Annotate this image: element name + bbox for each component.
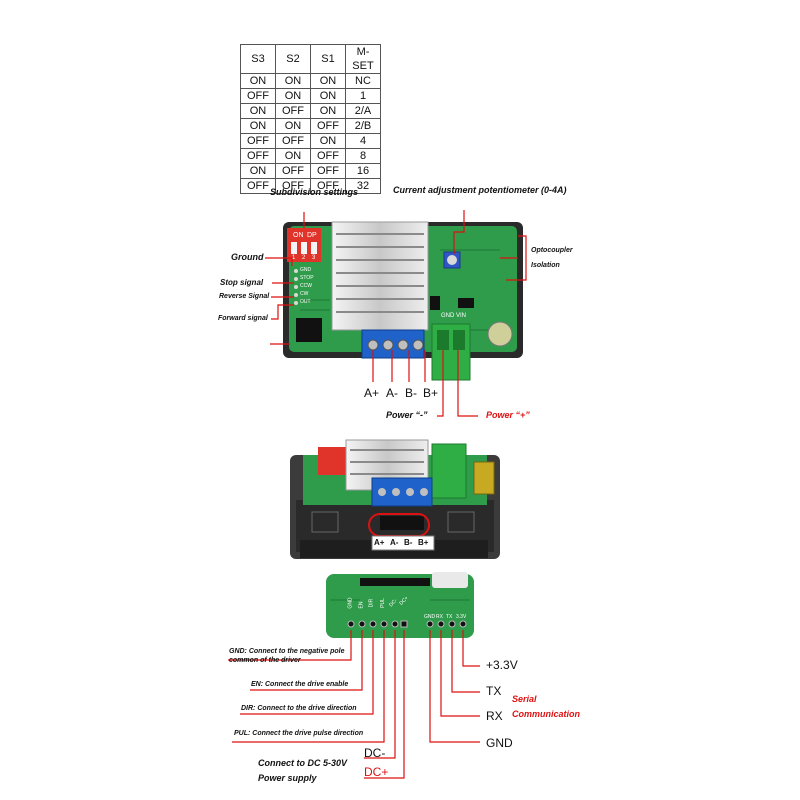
table-cell: NC [345,73,381,89]
dip-switch [287,228,321,262]
table-cell: ON [310,73,346,89]
pcb-pin-gnd: GND [347,597,354,609]
isolation-label: Isolation [531,262,560,269]
board-pin-stop: STOP [300,275,314,281]
pul-description: PUL: Connect the drive pulse direction [234,730,364,737]
connect-dc-label: Connect to DC 5-30V [258,758,348,768]
dip-dp-label: DP [307,232,317,239]
pcb-pin-pul: PUL [379,598,386,608]
table-cell: ON [240,103,276,119]
enclosure-terminal-b-minus: B- [404,538,413,547]
column-header: S2 [275,44,311,74]
dip-on-label: ON [293,232,304,239]
dc-plus-label: DC+ [364,765,389,779]
gnd-serial-label: GND [486,736,513,750]
bottom-callout-lines [228,630,480,779]
terminal-a-plus: A+ [364,386,380,400]
tx-label: TX [486,684,502,698]
resistor-r020 [458,298,474,308]
enclosure-terminal-b-plus: B+ [418,538,429,547]
terminal-b-plus: B+ [423,386,439,400]
table-cell: OFF [275,163,311,179]
power-supply-label: Power supply [258,773,317,783]
dip-number-2: 2 [302,255,306,261]
power-terminal-block [431,323,471,381]
current-pot-label: Current adjustment potentiometer (0-4A) [393,185,567,195]
column-header: M-SET [345,44,381,74]
dip-number-1: 1 [292,255,296,261]
ground-label: Ground [231,252,264,262]
pcb-pin-tx: TX [446,614,453,620]
board-pin-out: OUT [300,299,311,305]
en-description: EN: Connect the drive enable [251,681,349,688]
rx-label: RX [486,709,503,723]
pcb-pin-rx: RX [436,614,443,620]
pcb-pin-3v3: 3.3V [456,614,467,620]
terminal-b-minus: B- [405,386,417,400]
table-cell: OFF [275,178,311,194]
driver-chip [296,318,322,342]
board-pin-ccw: CCW [300,283,312,289]
gnd-vin-label: GND VIN [441,313,467,319]
gnd-description: GND: Connect to the negative pole common… [229,648,345,664]
column-header: S3 [240,44,276,74]
pcb-pin-row [347,620,467,628]
serial-label: Serial [512,694,537,704]
table-cell: 2/B [345,118,381,134]
pcb-pin-gnd-serial: GND [424,614,436,620]
dir-description: DIR: Connect to the drive direction [241,705,357,712]
power-minus-label: Power “-” [386,410,428,420]
heatsink [331,221,429,331]
enclosure-photo [290,439,500,559]
table-cell: ON [275,148,311,164]
power-plus-label: Power “+” [486,410,530,420]
pcb-pin-en: EN [358,601,365,609]
v33-label: +3.3V [486,658,518,672]
table-cell: OFF [275,103,311,119]
dc-minus-label: DC- [364,746,386,760]
regulator [430,296,440,310]
potentiometer-knob [443,251,461,269]
board-pin-gnd: GND [300,267,312,273]
enclosure-terminal-a-plus: A+ [374,538,385,547]
subdivision-settings-label: Subdivision settings [270,187,359,197]
optocoupler-label: Optocoupler [531,247,573,254]
table-cell: 2/A [345,103,381,119]
terminal-a-minus: A- [386,386,398,400]
table-cell: OFF [310,178,346,194]
reverse-signal-label: Reverse Signal [219,293,270,300]
pcb-pin-dir: DIR [368,598,375,608]
stop-signal-label: Stop signal [220,278,264,287]
table-cell: 8 [345,148,381,164]
table-cell: 32 [345,178,381,194]
communication-label: Communication [512,709,581,719]
signal-header [294,269,298,305]
dip-number-3: 3 [312,255,316,261]
top-callout-lines [265,210,527,417]
board-pin-cw: CW [300,291,309,297]
table-header-row: S3 S2 S1 M-SET [240,44,381,74]
capacitor [487,321,513,347]
table-cell: OFF [240,133,276,149]
enclosure-terminal-a-minus: A- [390,538,399,547]
forward-signal-label: Forward signal [218,315,268,322]
motor-terminal-block [361,329,425,359]
